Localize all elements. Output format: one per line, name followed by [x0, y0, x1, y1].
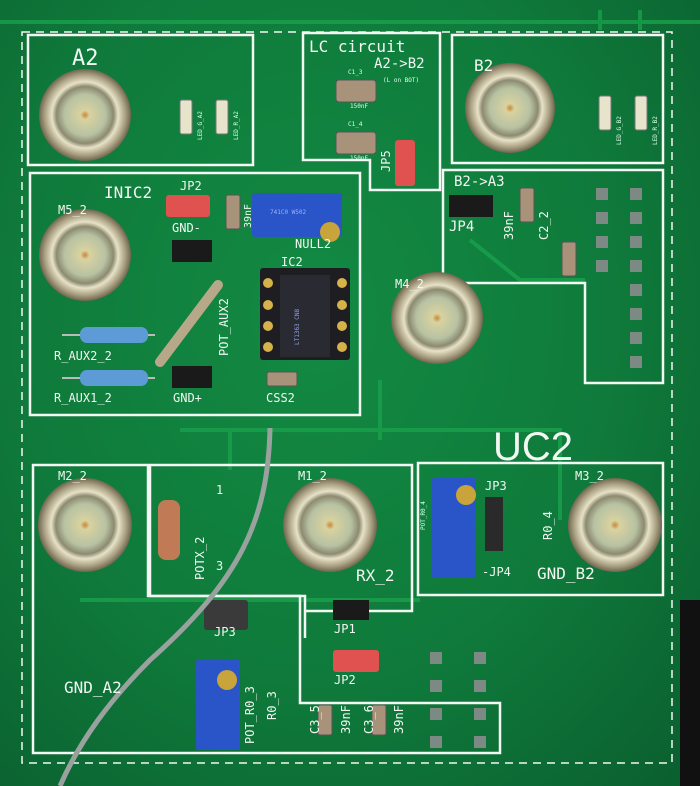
label-m3-2: M3_2	[575, 469, 604, 483]
label-c1-3-value: 150nF	[350, 103, 369, 110]
label-c1-4-value: 150nF	[350, 155, 369, 162]
backup-pads	[430, 188, 642, 748]
label-r0-4: R0_4	[541, 511, 555, 540]
label-r-aux1-2: R_AUX1_2	[54, 391, 112, 405]
bnc-connectors	[38, 63, 662, 572]
resistors	[62, 280, 223, 560]
smd-capacitors	[225, 79, 577, 736]
label-c1-4: C1_4	[348, 121, 363, 128]
label-null2-marking: 741C0 W502	[270, 209, 307, 216]
copper-traces	[0, 10, 700, 602]
label-led-r-b2: LED_R_B2	[652, 116, 659, 145]
label-c2-2-value: 39nF	[502, 211, 516, 240]
label-c3-5: C3_5	[308, 705, 322, 734]
label-c2-2: C2_2	[537, 211, 551, 240]
label-lc-path: A2->B2	[374, 56, 425, 72]
label-led-g-a2: LED_G_A2	[197, 111, 204, 140]
label-uc2: UC2	[493, 425, 574, 469]
label-b2-a3: B2->A3	[454, 174, 505, 190]
label-jp5: JP5	[379, 150, 393, 172]
label-c1-3: C1_3	[348, 69, 363, 76]
label-r-aux2-2: R_AUX2_2	[54, 349, 112, 363]
label-lc-circuit: LC circuit	[309, 37, 406, 56]
label-c3-6: C3_6	[362, 705, 376, 734]
label-a2: A2	[72, 46, 99, 71]
label-pot-aux2: POT_AUX2	[217, 298, 231, 356]
label-null2: NULL2	[295, 237, 332, 251]
label-jp2-inic: JP2	[180, 179, 202, 193]
jumpers	[166, 140, 503, 672]
label-inic2: INIC2	[104, 183, 153, 202]
label-rx-2: RX_2	[356, 566, 395, 585]
label-b2: B2	[474, 56, 494, 75]
label-css2: CSS2	[266, 391, 295, 405]
label-jp4: JP4	[449, 219, 475, 235]
label-m4-2: M4_2	[395, 277, 424, 291]
label-jp2-bottom: JP2	[334, 673, 356, 687]
label-r0-3: R0_3	[265, 691, 279, 720]
label-potx-2: POTX_2	[193, 536, 207, 580]
leds	[179, 95, 648, 135]
label-jp1: JP1	[334, 622, 356, 636]
label-jp4-m3: -JP4	[482, 565, 511, 579]
label-gnd-a2: GND_A2	[64, 678, 122, 697]
trimmer-pots	[196, 193, 476, 750]
label-gnd-b2: GND_B2	[537, 564, 595, 583]
label-c3-5-value: 39nF	[339, 705, 353, 734]
label-jp3-m3: JP3	[485, 479, 507, 493]
label-jp3-bottom: JP3	[214, 625, 236, 639]
edge-connector	[680, 600, 700, 786]
label-ic2-marking: LT1363 CN8	[294, 308, 301, 345]
label-c4-value: 39nF	[243, 203, 254, 228]
label-led-r-a2: LED_R_A2	[233, 111, 240, 140]
label-m5-2: M5_2	[58, 203, 87, 217]
label-lc-note: (L on BOT)	[383, 77, 420, 84]
label-pin3: 3	[216, 559, 224, 573]
label-ic2: IC2	[281, 255, 303, 269]
label-pin1: 1	[216, 483, 224, 497]
label-pot-r0-3: POT_R0_3	[243, 686, 257, 744]
label-m2-2: M2_2	[58, 469, 87, 483]
label-pot-r0-4: POT_R0_4	[420, 501, 427, 530]
label-gnd-minus: GND-	[172, 221, 201, 235]
label-led-g-b2: LED_G_B2	[616, 116, 623, 145]
coax-cable	[57, 427, 273, 786]
label-gnd-plus: GND+	[173, 391, 202, 405]
ic-chip	[260, 268, 350, 360]
label-m1-2: M1_2	[298, 469, 327, 483]
label-c3-6-value: 39nF	[392, 705, 406, 734]
